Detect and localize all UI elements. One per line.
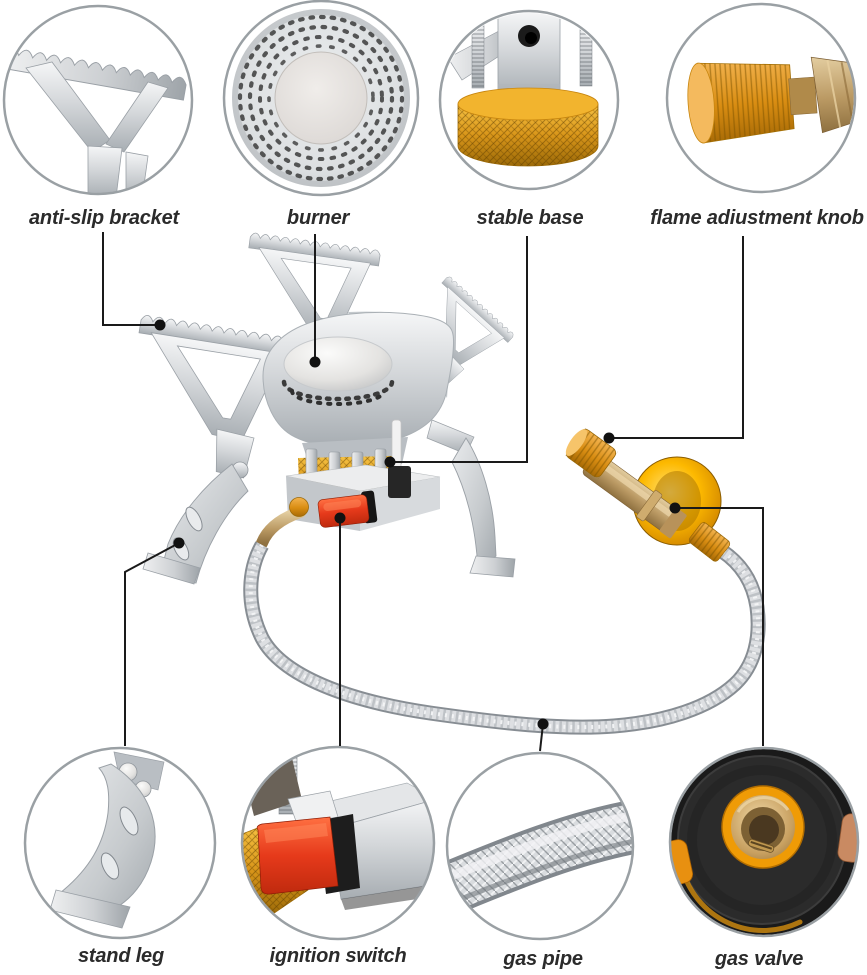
- hose-connector: [687, 521, 732, 563]
- leg-slot: [185, 506, 203, 532]
- base-plate-right: [360, 477, 440, 531]
- main-product-photo: [136, 231, 766, 735]
- callout-label-burner: burner: [286, 207, 350, 229]
- inset-burner: [222, 0, 420, 197]
- leg-foot-left: [142, 552, 201, 585]
- inset-stable-base: [438, 9, 620, 191]
- inset-ignition-switch: [240, 745, 436, 941]
- leader-gas-valve: [680, 507, 764, 746]
- callout-dot: [384, 456, 396, 468]
- leader-anti-slip-bracket: [102, 232, 155, 326]
- callout-label-stable-base: stable base: [476, 207, 584, 229]
- callout-label-anti-slip-bracket: anti-slip bracket: [29, 207, 179, 229]
- leader-stable-base: [395, 236, 528, 463]
- inset-gas-pipe: [445, 751, 635, 941]
- inset-flame-adjustment-knob: [665, 2, 861, 194]
- inset-ring: [445, 751, 635, 941]
- callout-dot: [537, 718, 549, 730]
- inset-ring: [23, 746, 217, 940]
- braided-gas-hose: [243, 541, 766, 735]
- burner-head: [283, 336, 393, 392]
- leader-dots: [154, 319, 681, 730]
- callout-dot: [309, 356, 321, 368]
- inset-ring: [438, 9, 620, 191]
- leg-foot-right: [469, 555, 516, 578]
- stand-leg-right: [451, 437, 497, 571]
- ignition-switch-part: [317, 490, 378, 528]
- leader-flame-adjustment-knob: [614, 236, 744, 439]
- inset-anti-slip-bracket: [2, 4, 194, 196]
- callout-dot: [154, 319, 166, 331]
- piezo-housing: [388, 466, 411, 498]
- brass-elbow: [256, 506, 306, 549]
- callout-label-gas-pipe: gas pipe: [503, 948, 583, 970]
- callout-label-flame-adjustment-knob: flame adiustment knob: [650, 207, 864, 229]
- callout-label-gas-valve: gas valve: [714, 948, 804, 970]
- leader-lines: [102, 232, 764, 752]
- inset-ring: [222, 0, 420, 197]
- burner-perforation-ring2: [290, 389, 386, 406]
- callout-dot: [173, 537, 185, 549]
- callout-label-ignition-switch: ignition switch: [269, 945, 407, 967]
- callout-label-stand-leg: stand leg: [78, 945, 164, 967]
- inset-ring: [668, 746, 860, 938]
- callout-dot: [669, 502, 681, 514]
- inset-photos: [2, 0, 861, 941]
- inset-ring: [240, 745, 436, 941]
- gold-elbow-ring: [289, 497, 309, 517]
- inset-gas-valve: [668, 746, 860, 938]
- inset-ring: [665, 2, 857, 194]
- inset-ring: [2, 4, 194, 196]
- callout-dot: [603, 432, 615, 444]
- inset-stand-leg: [23, 746, 217, 940]
- leader-stand-leg: [124, 542, 180, 746]
- gas-valve-assembly: [564, 427, 732, 563]
- flame-adjustment-knob-part: [564, 427, 618, 480]
- callout-dot: [334, 512, 346, 524]
- burner-perforation-ring: [281, 379, 395, 402]
